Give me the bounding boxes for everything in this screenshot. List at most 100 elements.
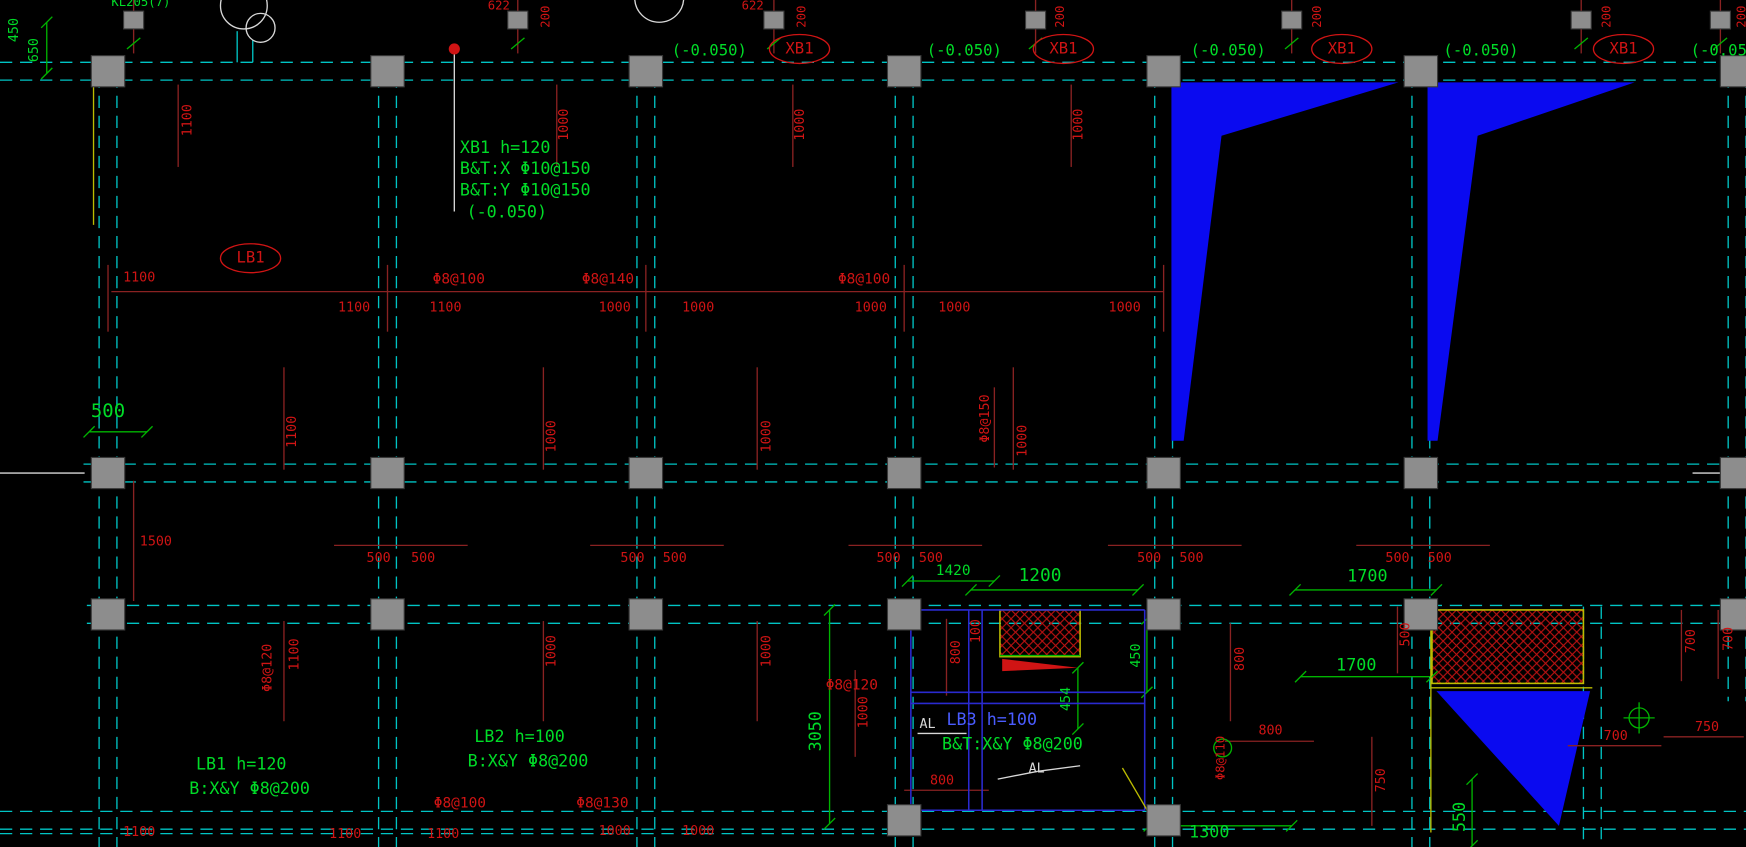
drawing-line	[997, 770, 1038, 780]
dimension-label: 1100	[123, 823, 156, 840]
dim-tick	[1470, 839, 1479, 847]
column	[886, 456, 922, 490]
column	[628, 456, 664, 490]
column	[628, 598, 664, 631]
dimension-label: 1200	[1018, 564, 1062, 586]
bubble-circle	[634, 0, 685, 23]
dimension-label: 3050	[805, 711, 826, 752]
dimension-label: (-0.050)	[671, 42, 747, 61]
dimension-label: 800	[1231, 646, 1248, 671]
slab-tag-label: XB1	[1049, 40, 1078, 58]
rebar-spec-label: Φ8@120	[259, 643, 276, 692]
annotation-label: LB1 h=120	[195, 754, 287, 775]
dimension-label: 1000	[758, 635, 774, 668]
column	[1403, 456, 1439, 490]
dimension-label: 700	[1682, 629, 1699, 654]
dimension-label: 100	[967, 619, 984, 644]
annotation-label: AL	[1028, 760, 1045, 776]
column	[1403, 55, 1439, 88]
dimension-label: 1300	[1189, 821, 1230, 842]
dimension-label: 1000	[855, 696, 871, 729]
dimension-label: 800	[1258, 722, 1283, 738]
dimension-label: 200	[538, 5, 553, 28]
drawing-line	[1037, 765, 1081, 772]
dim-tick	[1140, 686, 1153, 699]
blue-fill-region	[1171, 82, 1399, 441]
dimension-label: (-0.050)	[1443, 42, 1519, 61]
axis-marker-square	[1709, 10, 1731, 30]
dimension-label: 200	[794, 5, 809, 28]
dimension-label: 1100	[123, 269, 156, 285]
dimension-label: 500	[90, 400, 126, 423]
dimension-label: 500	[918, 549, 943, 566]
blue-fill-region	[1427, 82, 1635, 441]
column	[886, 55, 922, 88]
dimension-label: 650	[25, 38, 42, 63]
dimension-label: 1000	[1014, 424, 1031, 457]
drawing-line	[1574, 37, 1589, 50]
dimension-label: 500	[1137, 549, 1162, 566]
column	[1146, 55, 1181, 88]
dimension-label: 700	[1603, 727, 1628, 744]
dimension-label: 1100	[338, 299, 371, 315]
dim-tick	[1425, 670, 1439, 683]
annotation-label: AL	[919, 715, 936, 732]
dimension-label: 1700	[1347, 565, 1388, 586]
dimension-label: 1100	[286, 638, 302, 671]
axis-marker-square	[1024, 10, 1047, 30]
dim-tick	[988, 574, 1001, 588]
dimension-label: 1100	[179, 104, 195, 137]
dimension-label: 454	[1057, 686, 1074, 712]
dimension-label: (-0.050)	[926, 42, 1002, 61]
rebar-spec-label: B:X&Y Φ8@200	[467, 750, 589, 771]
dimension-label: 1000	[791, 108, 808, 141]
slab-tag-label: LB1	[236, 249, 265, 268]
dimension-label: 500	[620, 549, 645, 566]
dim-tick	[83, 425, 96, 438]
axis-marker-square	[763, 10, 785, 30]
bubble-circle	[1213, 738, 1233, 758]
dim-tick	[140, 425, 154, 438]
rebar-spec-label: B:X&Y Φ8@200	[189, 778, 310, 799]
dimension-label: 800	[947, 640, 964, 665]
dimension-label: 450	[5, 17, 22, 43]
dimension-label: 1000	[854, 299, 887, 315]
blue-fill-region	[1436, 691, 1591, 826]
bubble-circle	[1628, 707, 1650, 729]
dim-tick	[1466, 773, 1479, 786]
dimension-label: 1100	[283, 415, 300, 448]
dimension-label: 1000	[598, 299, 631, 315]
column	[90, 598, 126, 631]
dimension-label: 1100	[329, 825, 362, 842]
dimension-label: 1100	[429, 299, 462, 315]
dimension-label: 1100	[427, 825, 460, 842]
wedge-marker	[1002, 658, 1078, 672]
dimension-label: 622	[487, 0, 510, 13]
dim-tick	[1285, 819, 1298, 832]
rebar-spec-label: Φ8@100	[433, 795, 487, 812]
axis-marker-square	[123, 10, 145, 30]
rebar-spec-label: Φ8@120	[825, 677, 878, 694]
dimension-label: 622	[741, 0, 764, 13]
dim-tick	[1288, 583, 1302, 596]
column	[1146, 456, 1181, 490]
dimension-label: 1000	[1070, 108, 1086, 141]
slab-tag-label: XB1	[785, 40, 814, 58]
rebar-spec-label: Φ8@110	[1213, 735, 1228, 781]
dimension-label: 700	[1720, 626, 1736, 651]
dimension-label: 1420	[935, 562, 971, 580]
drawing-line	[510, 37, 525, 50]
dimension-label: 1000	[543, 635, 559, 668]
rebar-spec-label: Φ8@150	[976, 394, 993, 443]
dim-tick	[823, 603, 836, 616]
dimension-label: 1000	[555, 108, 572, 141]
annotation-label: KL205(7)	[111, 0, 171, 10]
rebar-spec-label: Φ8@100	[837, 271, 891, 288]
dimension-label: (-0.050)	[1190, 42, 1266, 61]
dimension-label: 500	[876, 549, 901, 566]
dimension-label: 500	[1179, 549, 1204, 566]
dimension-label: 1000	[1108, 299, 1141, 315]
